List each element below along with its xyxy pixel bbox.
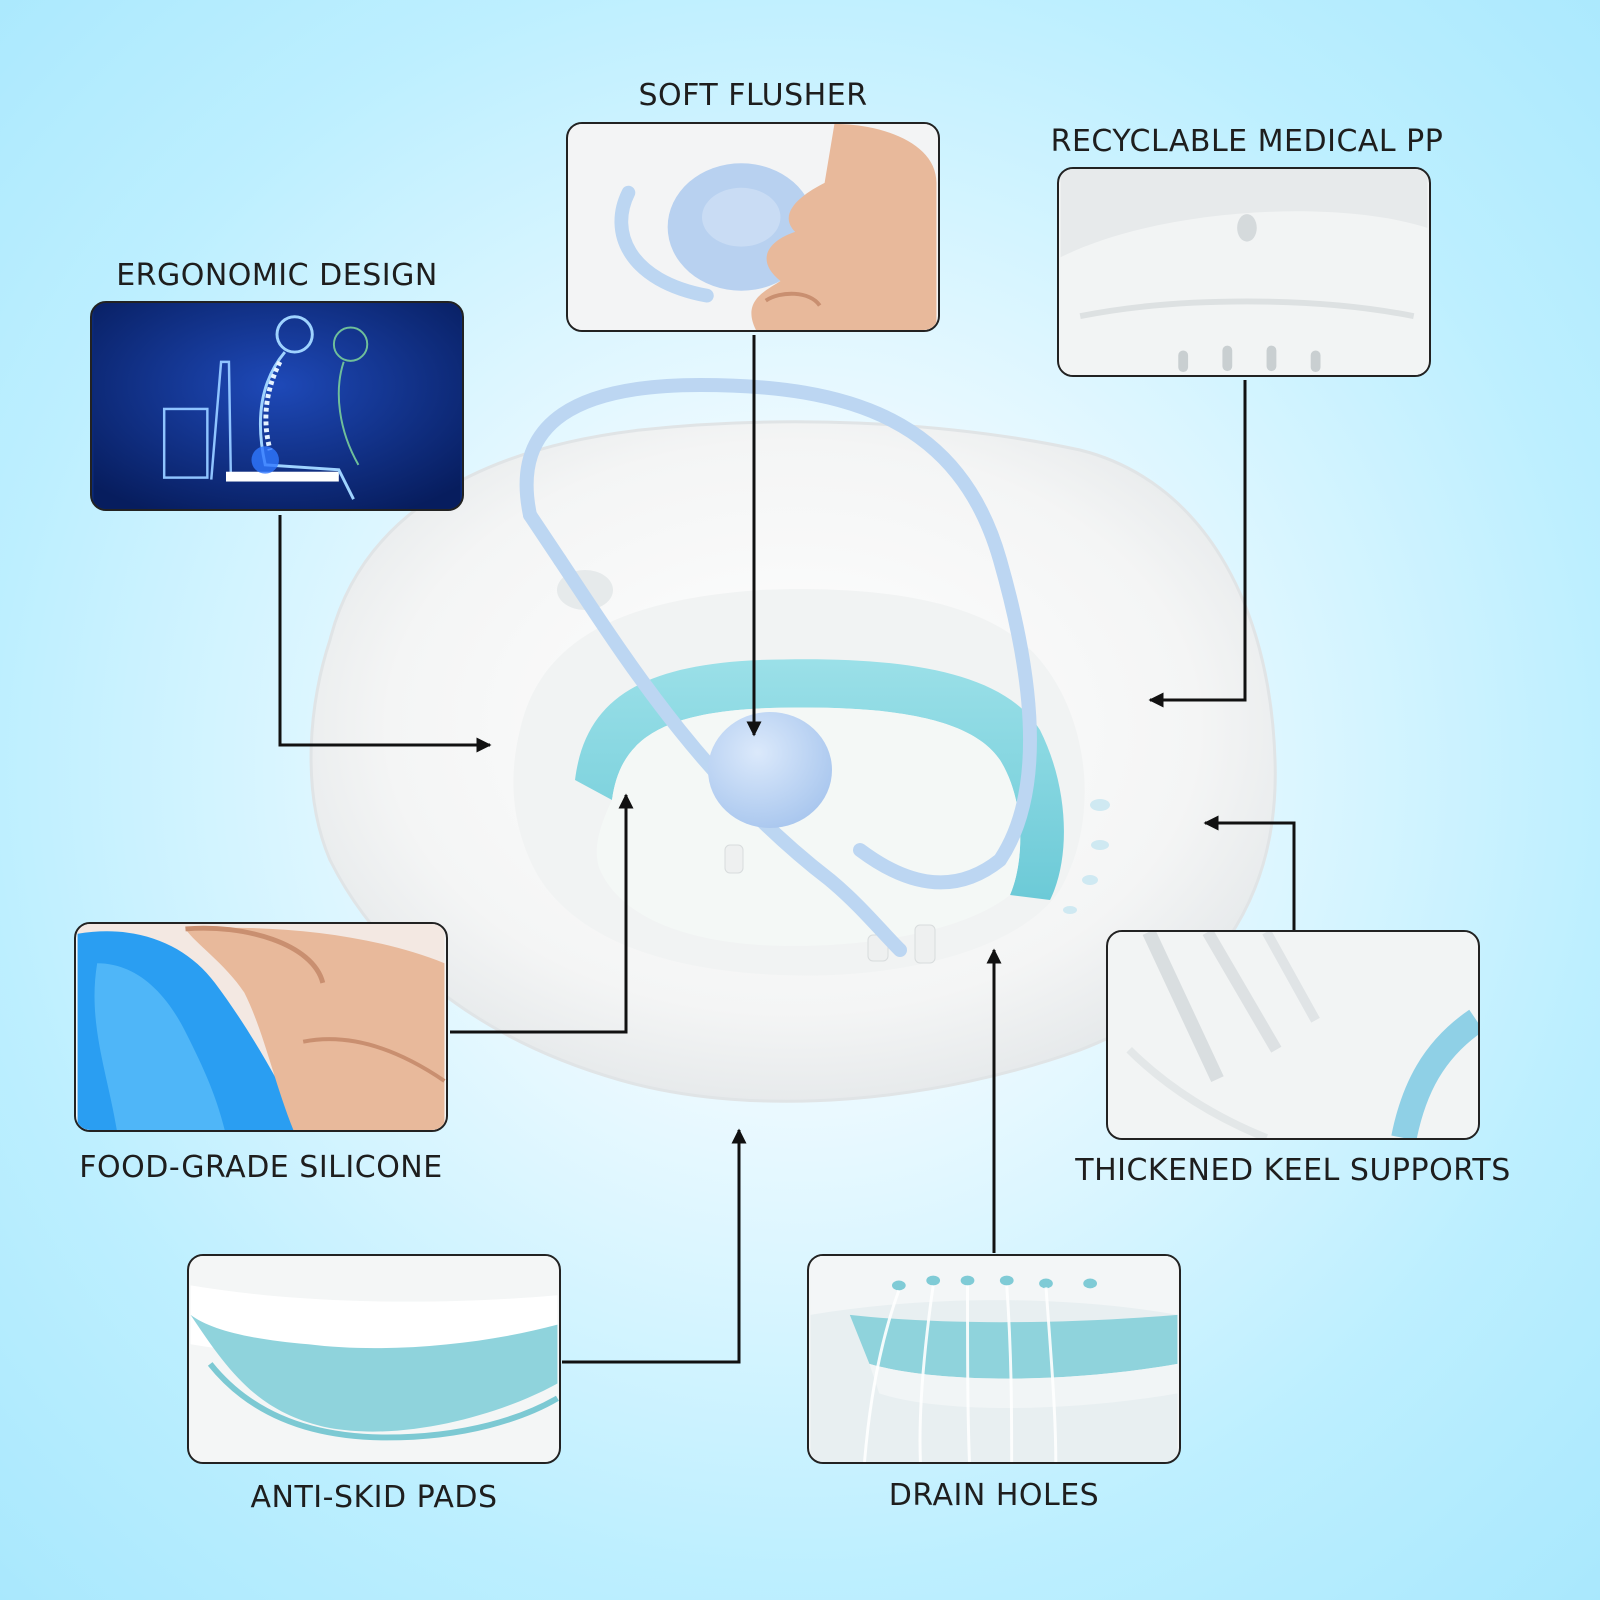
anti-skid-pads-image <box>190 1256 559 1462</box>
label-recyclable-pp: RECYCLABLE MEDICAL PP <box>1050 124 1444 159</box>
leader-keel <box>1203 815 1296 930</box>
leader-recyclable-pp <box>1148 380 1247 708</box>
panel-soft-flusher <box>566 122 940 332</box>
panel-drain-holes <box>807 1254 1181 1464</box>
panel-food-grade-silicone <box>74 922 448 1132</box>
leader-lines <box>278 335 1296 1364</box>
label-thickened-keel: THICKENED KEEL SUPPORTS <box>1075 1153 1511 1188</box>
label-ergonomic-design: ERGONOMIC DESIGN <box>116 258 438 293</box>
label-drain-holes: DRAIN HOLES <box>888 1478 1100 1513</box>
label-soft-flusher: SOFT FLUSHER <box>638 78 868 113</box>
label-anti-skid-pads: ANTI-SKID PADS <box>250 1480 498 1515</box>
recyclable-pp-image <box>1060 169 1428 375</box>
panel-thickened-keel <box>1106 930 1480 1140</box>
soft-flusher-image <box>569 124 937 330</box>
drain-holes-image <box>810 1256 1178 1462</box>
panel-ergonomic-design <box>90 301 464 511</box>
ergonomic-design-image <box>93 303 461 509</box>
food-grade-silicone-image <box>77 924 446 1130</box>
label-food-grade-silicone: FOOD-GRADE SILICONE <box>79 1150 443 1185</box>
thickened-keel-image <box>1109 932 1478 1138</box>
leader-anti-skid <box>562 1128 747 1364</box>
leader-silicone <box>450 793 634 1034</box>
panel-recyclable-pp <box>1057 167 1431 377</box>
panel-anti-skid-pads <box>187 1254 561 1464</box>
leader-ergonomic <box>278 515 492 753</box>
flusher-bulb <box>708 712 832 828</box>
